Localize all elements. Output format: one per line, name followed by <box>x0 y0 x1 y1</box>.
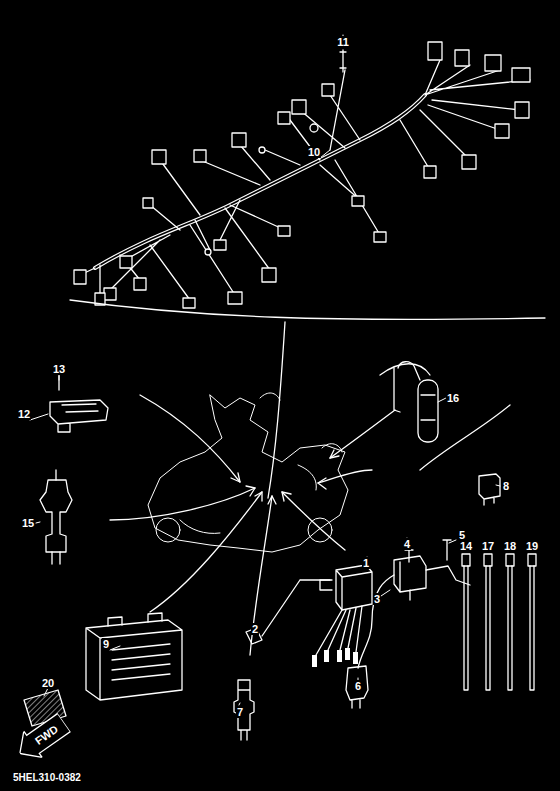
callout-number: 14 <box>459 540 473 552</box>
drawing-code: 5HEL310-0382 <box>12 772 82 784</box>
callout-number: 15 <box>21 517 35 529</box>
callout-number: 18 <box>503 540 517 552</box>
callout-number: 4 <box>403 538 411 550</box>
direction-arrow: FWD <box>11 709 74 766</box>
scooter-silhouette <box>148 393 348 552</box>
callout-number: 8 <box>502 480 510 492</box>
callout-number: 1 <box>362 557 370 569</box>
battery <box>86 613 182 700</box>
callout-number: 7 <box>236 706 244 718</box>
callout-number: 9 <box>102 638 110 650</box>
wire-harness <box>74 42 530 308</box>
callout-number: 16 <box>446 392 460 404</box>
callout-number: 2 <box>251 623 259 635</box>
callout-number: 12 <box>17 408 31 420</box>
arrow-shape <box>11 709 74 766</box>
leader-lines <box>30 35 500 705</box>
callout-number: 17 <box>481 540 495 552</box>
callout-number: 13 <box>52 363 66 375</box>
callout-number: 19 <box>525 540 539 552</box>
callout-number: 3 <box>373 593 381 605</box>
callout-number: 11 <box>336 36 350 48</box>
location-arrows <box>110 364 510 655</box>
callout-number: 6 <box>354 680 362 692</box>
callout-number: 20 <box>41 677 55 689</box>
callout-number: 10 <box>307 146 321 158</box>
cable-ties <box>462 554 536 690</box>
